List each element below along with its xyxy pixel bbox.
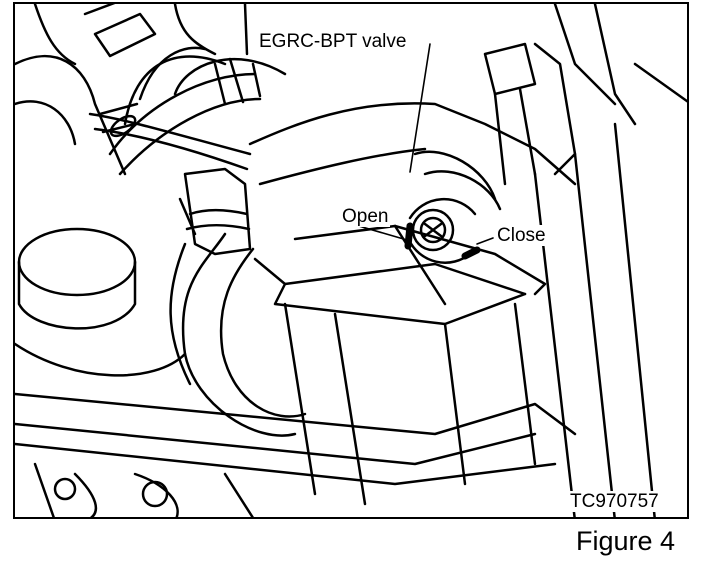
background-structure bbox=[15, 4, 287, 176]
open-label: Open bbox=[340, 206, 391, 227]
reservoir-cap bbox=[15, 227, 187, 377]
close-label: Close bbox=[495, 225, 548, 246]
egrc-bpt-valve-label: EGRC-BPT valve bbox=[256, 31, 410, 52]
hose-clamp bbox=[178, 167, 252, 256]
figure-caption: Figure 4 bbox=[576, 526, 676, 556]
main-hose bbox=[169, 232, 307, 437]
upper-hose bbox=[98, 57, 262, 176]
lower-assembly bbox=[15, 302, 577, 517]
vacuum-line bbox=[88, 112, 252, 171]
adjusting-screw bbox=[404, 197, 481, 264]
illustration-code: TC970757 bbox=[568, 491, 661, 512]
right-bracket bbox=[483, 4, 687, 517]
engine-illustration bbox=[15, 4, 687, 517]
figure-frame: EGRC-BPT valve Open Close TC970757 bbox=[13, 2, 689, 519]
